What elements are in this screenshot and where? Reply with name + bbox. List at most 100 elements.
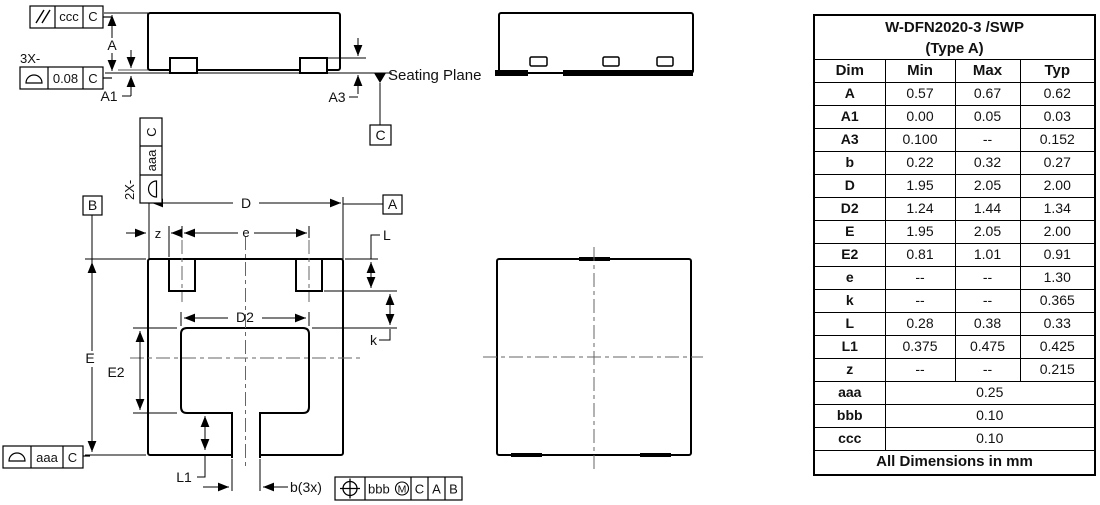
lead-slot-3 (656, 56, 674, 67)
profile-surface-icon (147, 180, 158, 198)
position-icon (340, 478, 360, 499)
dim-row-k: k----0.365 (813, 288, 1096, 313)
table-footer: All Dimensions in mm (813, 449, 1096, 475)
datum-A-label: A (388, 196, 398, 212)
fcf-profile-bottom (2, 445, 90, 469)
table-title-row: W-DFN2020-3 /SWP (813, 14, 1096, 39)
fcf-profile-leads-datum: C (88, 71, 97, 86)
fcf-parallelism-tol: ccc (59, 9, 79, 24)
dim-E (85, 215, 146, 456)
dim-E2-label: E2 (107, 364, 124, 380)
datum-B-label: B (88, 197, 97, 213)
dim-L (324, 234, 397, 292)
dim-L1 (197, 416, 210, 478)
dim-D2 (180, 312, 310, 326)
dim-D (148, 197, 383, 259)
profile-surface-icon (25, 74, 43, 84)
col-header-dim: Dim (813, 58, 886, 83)
table-subtitle-row: (Type A) (813, 39, 1096, 60)
fcf-position (334, 476, 463, 501)
seating-plane-label: Seating Plane (388, 67, 481, 84)
dim-L-label: L (383, 227, 391, 243)
seating-plane-callout (369, 73, 392, 146)
table-header-row: Dim Min Max Typ (813, 58, 1096, 83)
dim-row-e: e----1.30 (813, 265, 1096, 290)
end-view (495, 12, 694, 76)
fcf-profile-2x (139, 117, 163, 204)
lead-side-2 (299, 57, 328, 74)
count-3x-label: 3X- (20, 51, 40, 66)
lead-side-1 (169, 57, 198, 74)
seating-plane-triangle (374, 73, 386, 83)
datum-C-label: C (375, 127, 385, 143)
dim-A3-label: A3 (328, 89, 345, 105)
dim-z-label: z (155, 226, 162, 241)
dim-b-label: b(3x) (290, 479, 322, 495)
drawing-views: A A1 A3 ccc C 3X- 0.08 C (2, 5, 703, 501)
dim-E-label: E (85, 350, 94, 366)
side-view (104, 12, 392, 74)
lead-slot-2 (602, 56, 620, 67)
dim-D2-label: D2 (236, 309, 254, 325)
dim-D-label: D (241, 195, 251, 211)
dim-z (126, 226, 182, 257)
dim-k-label: k (370, 332, 378, 348)
datum-C-box (369, 124, 392, 146)
fcf-position-datum1: C (415, 482, 424, 497)
package-body-end (498, 12, 694, 74)
fcf-profile-bottom-tol: aaa (36, 450, 58, 465)
table-subtitle: (Type A) (813, 39, 1096, 60)
dim-row-z: z----0.215 (813, 357, 1096, 382)
lead-slot-1 (529, 56, 548, 67)
col-header-max: Max (954, 58, 1021, 83)
dim-A1 (122, 50, 136, 97)
centerlines-bottom-view (130, 236, 363, 470)
fcf-position-datum3: B (449, 482, 458, 497)
col-header-typ: Typ (1019, 58, 1096, 83)
table-title: W-DFN2020-3 /SWP (813, 14, 1096, 39)
fcf-position-datum2: A (432, 482, 441, 497)
dim-A3 (328, 38, 366, 98)
dim-L1-label: L1 (176, 469, 192, 485)
fcf-profile-2x-datum: C (144, 127, 159, 136)
mmc-modifier-icon (394, 481, 410, 496)
dim-k (312, 294, 397, 341)
table-footer-row: All Dimensions in mm (813, 449, 1096, 475)
parallelism-icon (35, 9, 51, 24)
dim-A1-label: A1 (100, 88, 117, 104)
fcf-profile-2x-tol: aaa (144, 149, 159, 171)
profile-surface-icon (8, 452, 26, 462)
dim-E2 (133, 327, 177, 414)
centerlines-top-view (483, 247, 703, 469)
fcf-profile-bottom-datum: C (68, 450, 77, 465)
bottom-view (147, 258, 344, 458)
fcf-position-tol: bbb (368, 482, 390, 497)
fcf-parallelism-datum: C (88, 9, 97, 24)
fcf-profile-leads (19, 66, 112, 90)
dim-A-label: A (107, 37, 117, 53)
datum-A-box (382, 194, 403, 215)
package-body-side (147, 12, 341, 71)
dimension-table: W-DFN2020-3 /SWP (Type A) Dim Min Max Ty… (813, 14, 1097, 476)
fcf-profile-leads-tol: 0.08 (53, 71, 78, 86)
col-header-min: Min (884, 58, 956, 83)
fcf-parallelism (29, 5, 112, 29)
dim-e-label: e (242, 225, 249, 240)
fcf-position-modifier: M (398, 484, 407, 496)
count-2x-label: 2X- (122, 180, 137, 200)
dim-e (181, 226, 310, 238)
